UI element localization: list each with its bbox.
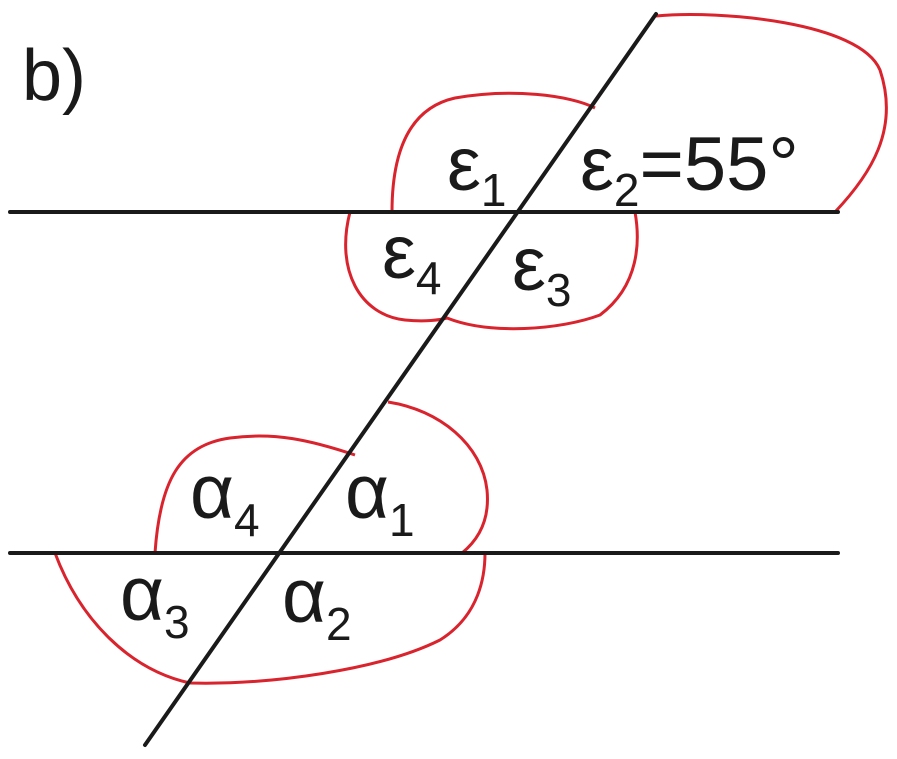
epsilon-2-label: ε2=55° (580, 122, 799, 216)
marker-alpha-1-right (387, 400, 489, 555)
marker-epsilon-1-2 (390, 91, 596, 213)
alpha-labels: α4 α1 α3 α2 (120, 450, 415, 650)
marker-epsilon-2-region (655, 13, 888, 214)
lines (8, 12, 840, 747)
alpha-2-label: α2 (282, 554, 352, 650)
marker-alpha-2-3 (53, 552, 487, 685)
epsilon-labels: ε1 ε2=55° ε4 ε3 (382, 122, 799, 316)
alpha-1-label: α1 (345, 450, 415, 546)
alpha-3-label: α3 (120, 552, 190, 648)
alpha-4-label: α4 (190, 450, 260, 546)
angle-markers (53, 13, 888, 685)
epsilon-3-label: ε3 (512, 222, 571, 316)
panel-label: b) (22, 36, 86, 116)
epsilon-4-label: ε4 (382, 210, 441, 304)
marker-epsilon-3-4 (344, 211, 639, 331)
transversal-line (143, 12, 658, 747)
marker-alpha-1-4 (153, 434, 356, 554)
epsilon-1-label: ε1 (447, 122, 506, 216)
